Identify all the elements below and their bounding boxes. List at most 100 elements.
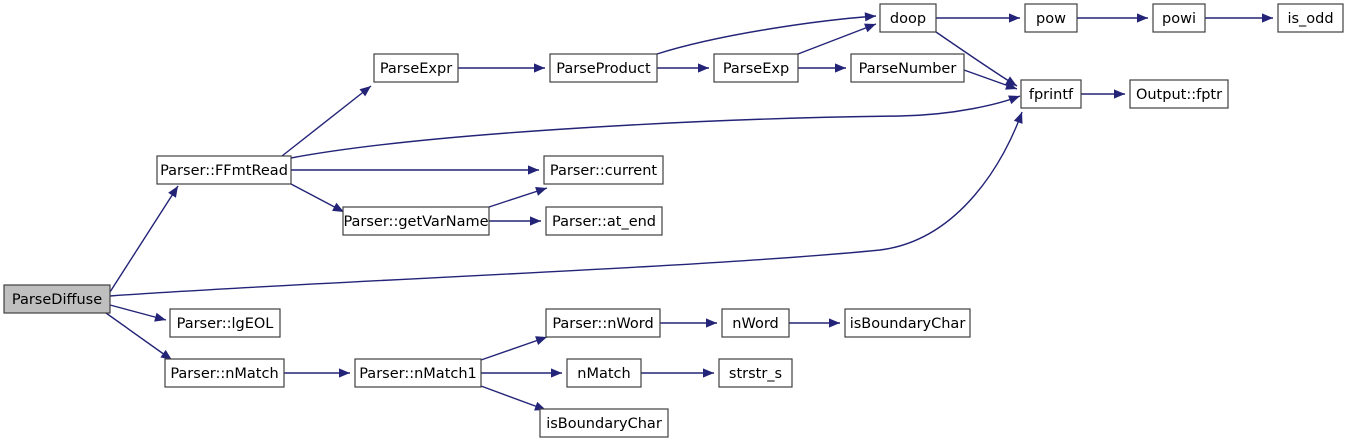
arrowhead-icon: [705, 318, 717, 328]
graph-node-current[interactable]: Parser::current: [543, 155, 664, 185]
node-box[interactable]: [879, 3, 937, 33]
arrowhead-icon: [550, 368, 562, 378]
arrowhead-icon: [534, 401, 546, 411]
arrowhead-icon: [533, 63, 545, 73]
graph-node-nword_p[interactable]: Parser::nWord: [545, 308, 661, 338]
edge-nmatch-to-strstr_s: [641, 368, 714, 378]
graph-node-fprintf[interactable]: fprintf: [1020, 79, 1082, 109]
node-box[interactable]: [1129, 79, 1229, 109]
edge-ffmtread-to-current: [291, 165, 539, 175]
node-box[interactable]: [354, 358, 482, 388]
graph-node-pow[interactable]: pow: [1024, 3, 1078, 33]
node-box[interactable]: [545, 308, 661, 338]
edge-parsediffuse-to-fprintf: [109, 111, 1023, 297]
node-box[interactable]: [164, 358, 285, 388]
graph-node-nmatch[interactable]: nMatch: [566, 358, 642, 388]
edge-doop-to-pow: [936, 13, 1020, 23]
graph-node-parsediffuse[interactable]: ParseDiffuse: [3, 284, 111, 314]
node-box[interactable]: [850, 53, 965, 83]
graph-node-isboundarychar_a[interactable]: isBoundaryChar: [539, 408, 669, 438]
graph-node-doop[interactable]: doop: [879, 3, 937, 33]
edge-ffmtread-to-parseexpr: [281, 85, 372, 157]
graph-node-ffmtread[interactable]: Parser::FFmtRead: [156, 155, 292, 185]
arrowhead-icon: [1008, 13, 1020, 23]
node-box[interactable]: [1020, 79, 1082, 109]
node-box[interactable]: [156, 155, 292, 185]
edge-nmatch1-to-nword_p: [480, 336, 548, 361]
node-box[interactable]: [545, 206, 663, 236]
arrowhead-icon: [1013, 112, 1023, 124]
node-box[interactable]: [1024, 3, 1078, 33]
graph-node-parseproduct[interactable]: ParseProduct: [549, 53, 658, 83]
graph-node-nmatch_p[interactable]: Parser::nMatch: [164, 358, 285, 388]
node-box[interactable]: [543, 155, 664, 185]
arrowhead-icon: [1113, 89, 1125, 99]
arrowhead-icon: [160, 349, 172, 360]
node-box[interactable]: [718, 358, 793, 388]
edge-parseexp-to-parsenumber: [798, 63, 846, 73]
graph-node-is_odd[interactable]: is_odd: [1277, 3, 1344, 33]
node-box[interactable]: [342, 206, 490, 236]
edge-doop-to-fprintf: [935, 31, 1018, 87]
node-box[interactable]: [373, 53, 459, 83]
arrowhead-icon: [527, 165, 539, 175]
arrowhead-icon: [1005, 76, 1017, 86]
edge-parseproduct-to-doop: [656, 12, 877, 55]
graph-node-nword[interactable]: nWord: [721, 308, 790, 338]
node-box[interactable]: [539, 408, 669, 438]
arrowhead-icon: [828, 318, 840, 328]
arrowhead-icon: [834, 63, 846, 73]
arrowhead-icon: [529, 216, 541, 226]
edge-parsediffuse-to-ffmtread: [109, 185, 179, 293]
arrowhead-icon: [535, 187, 547, 196]
edge-ffmtread-to-getvarname: [290, 183, 345, 213]
arrowhead-icon: [535, 336, 547, 345]
arrowhead-icon: [168, 186, 178, 198]
node-box[interactable]: [713, 53, 799, 83]
graph-node-strstr_s[interactable]: strstr_s: [718, 358, 793, 388]
edge-nmatch1-to-nmatch: [481, 368, 562, 378]
edge-getvarname-to-at_end: [489, 216, 541, 226]
graph-node-lgeol[interactable]: Parser::lgEOL: [169, 308, 281, 338]
graph-node-powi[interactable]: powi: [1152, 3, 1206, 33]
edge-layer: [105, 12, 1273, 411]
arrowhead-icon: [1261, 13, 1273, 23]
edge-pow-to-powi: [1077, 13, 1148, 23]
arrowhead-icon: [359, 86, 371, 97]
node-box[interactable]: [721, 308, 790, 338]
node-box[interactable]: [844, 308, 971, 338]
arrowhead-icon: [697, 63, 709, 73]
edge-parsediffuse-to-nmatch_p: [105, 312, 173, 361]
edge-ffmtread-to-fprintf: [290, 95, 1021, 159]
edge-parsediffuse-to-lgeol: [109, 304, 167, 322]
edge-parseexp-to-doop: [797, 23, 877, 55]
graph-node-at_end[interactable]: Parser::at_end: [545, 206, 663, 236]
edge-fprintf-to-outputfptr: [1081, 89, 1125, 99]
edge-getvarname-to-current: [488, 187, 548, 208]
edge-nword_p-to-nword: [660, 318, 717, 328]
node-box[interactable]: [1152, 3, 1206, 33]
graph-node-nmatch1[interactable]: Parser::nMatch1: [354, 358, 482, 388]
graph-node-parseexp[interactable]: ParseExp: [713, 53, 799, 83]
node-box[interactable]: [1277, 3, 1344, 33]
graph-node-isboundarychar_b[interactable]: isBoundaryChar: [844, 308, 971, 338]
node-box[interactable]: [549, 53, 658, 83]
graph-node-getvarname[interactable]: Parser::getVarName: [342, 206, 490, 236]
node-box[interactable]: [3, 284, 111, 314]
arrowhead-icon: [864, 12, 876, 22]
arrowhead-icon: [1136, 13, 1148, 23]
arrowhead-icon: [1008, 95, 1020, 105]
arrowhead-icon: [154, 312, 166, 322]
graph-node-outputfptr[interactable]: Output::fptr: [1129, 79, 1229, 109]
graph-node-parseexpr[interactable]: ParseExpr: [373, 53, 459, 83]
edge-parseproduct-to-parseexp: [657, 63, 709, 73]
arrowhead-icon: [864, 23, 876, 33]
node-box[interactable]: [169, 308, 281, 338]
arrowhead-icon: [702, 368, 714, 378]
edge-nword-to-isboundarychar_b: [789, 318, 840, 328]
graph-node-parsenumber[interactable]: ParseNumber: [850, 53, 965, 83]
node-box[interactable]: [566, 358, 642, 388]
arrowhead-icon: [338, 368, 350, 378]
